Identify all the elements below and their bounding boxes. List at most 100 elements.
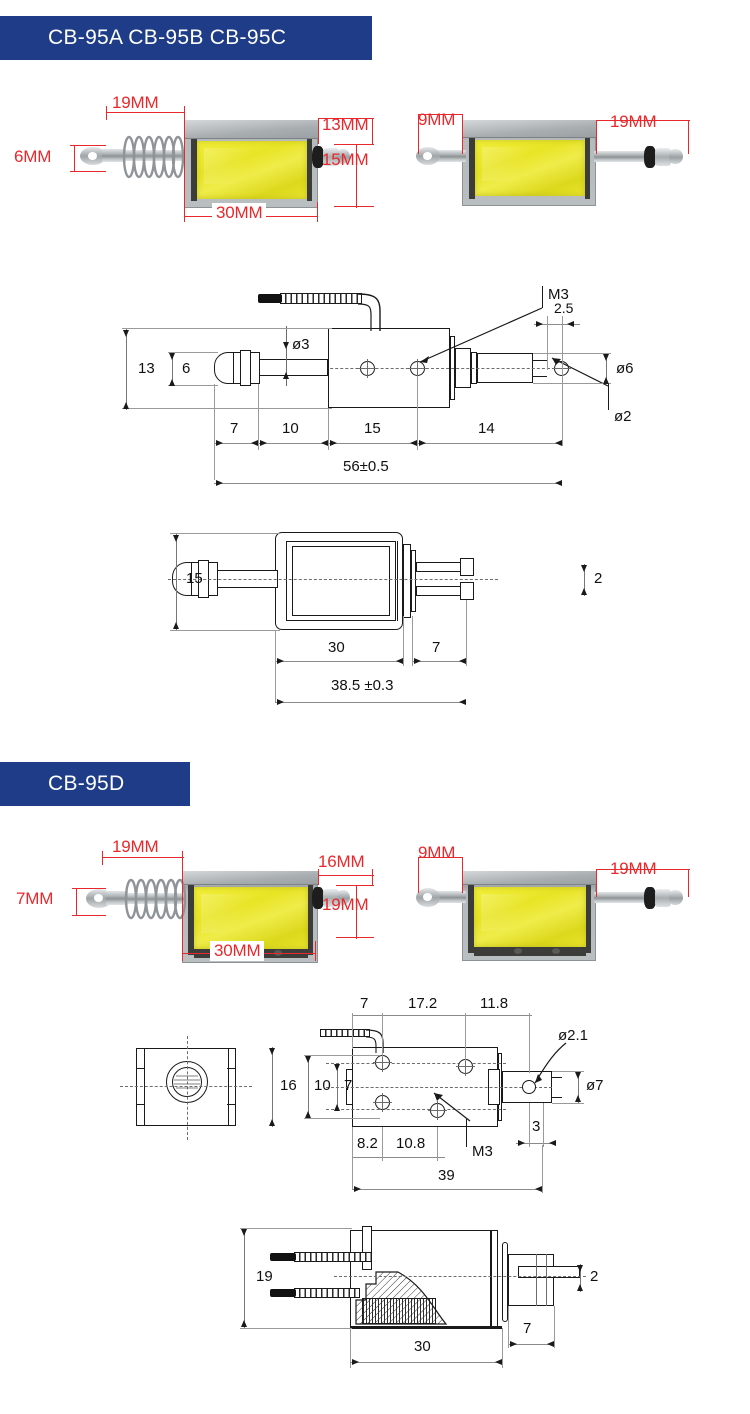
cb95abc-photo-right: 9MM 19MM — [410, 92, 710, 228]
label-56: 56±0.5 — [338, 458, 394, 475]
o6-ext-top — [533, 353, 611, 354]
shaft-cap — [655, 148, 671, 166]
dim-19mm-r-tick-b — [336, 937, 374, 938]
shaft-cap — [323, 148, 339, 166]
dim-16mm-label: 16MM — [318, 852, 365, 871]
plunger-eyelet-hole — [423, 152, 432, 160]
dim7-arrow-l — [414, 658, 421, 664]
chain-arrow-3a — [410, 440, 417, 446]
dim30-ext-r — [502, 1328, 503, 1368]
lead-wire-bottom — [294, 1288, 360, 1298]
dim19-arrow-top — [241, 1229, 247, 1236]
end-rib-left — [144, 1048, 145, 1126]
dim-19mm-r-line — [356, 885, 357, 939]
dim-19mm-line — [596, 120, 690, 121]
cb95abc-side-view: M3 ø2 ø3 13 6 2.5 — [110, 280, 640, 510]
dim7-ext-r — [554, 1306, 555, 1348]
dim-19mm-tick-l — [106, 106, 107, 120]
dim2_5-arrow-r — [567, 321, 574, 327]
dim-13mm-label: 13MM — [322, 115, 369, 134]
dim3-ext-r — [543, 1103, 544, 1147]
o2-leader-line — [551, 357, 609, 387]
cb95d-top-view: M3 ø2.1 ø7 3 7 17.2 11.8 — [269, 985, 670, 1220]
lead-wire-bend — [366, 1029, 384, 1053]
m3-leader-v — [466, 1119, 467, 1147]
o3-arrow-bot — [283, 372, 289, 379]
label-2: 2 — [590, 1268, 599, 1285]
label-15: 15 — [364, 420, 381, 437]
section-header-cb95d-label: CB-95D — [48, 772, 125, 795]
bot-ext-2 — [437, 1127, 438, 1161]
dim30-arrow-l — [277, 658, 284, 664]
dim3-ext-l — [529, 1103, 530, 1147]
chain-arrow-4 — [555, 440, 562, 446]
shaft-end-bot — [552, 1097, 562, 1098]
chain-arrow-1a — [251, 440, 258, 446]
shaft-cap-bottom — [460, 582, 474, 600]
rubber-stop — [312, 146, 324, 168]
dim15-ext-bot — [170, 630, 280, 631]
dim-13mm-tick-l — [318, 118, 319, 144]
chain-ext-2 — [328, 408, 329, 450]
section-header-cb95d: CB-95D — [0, 762, 190, 806]
dim-19mm-label: 19MM — [610, 112, 657, 131]
dim-7mm-tick-b — [72, 915, 106, 916]
dim2_5-ext-l — [547, 316, 548, 370]
shaft-block — [508, 1254, 554, 1306]
label-15: 15 — [186, 570, 203, 587]
dim-19mm-line — [106, 112, 185, 113]
dim-16mm-tick-l — [318, 869, 319, 885]
chain-dim-line — [214, 443, 562, 444]
label-13: 13 — [138, 360, 155, 377]
dim7-arrow-r — [459, 658, 466, 664]
o7-arrow-top — [575, 1072, 581, 1079]
dim15-line — [176, 533, 177, 630]
dim2_5-arrow-l — [536, 321, 543, 327]
dim-6mm-tick-b — [70, 171, 106, 172]
plunger-rod — [258, 359, 328, 376]
frame-inner-left — [191, 139, 197, 201]
label-10: 10 — [282, 420, 299, 437]
m3-leader-line — [419, 307, 543, 363]
dim13-ext-bot — [122, 408, 332, 409]
label-10_8: 10.8 — [396, 1135, 426, 1152]
label-10: 10 — [314, 1077, 331, 1094]
ctr-upper — [326, 1063, 506, 1064]
label-30: 30 — [414, 1338, 431, 1355]
axis-centreline — [168, 579, 498, 580]
o7-ext-bot — [552, 1103, 584, 1104]
dim2_5-line — [534, 324, 580, 325]
overall39-line — [352, 1189, 542, 1190]
lead-wire-bottom-end — [270, 1289, 296, 1297]
overall-dim-line — [214, 483, 562, 484]
shaft-end-top — [552, 1077, 562, 1078]
dim7-arrow-r — [547, 1341, 554, 1347]
shaft-block-line2 — [546, 1254, 547, 1306]
label-7: 7 — [230, 420, 239, 437]
end-notch-rb — [227, 1104, 236, 1105]
hole-bl-ctr-v — [382, 1093, 383, 1112]
frame-inner-left — [468, 885, 474, 953]
end-rib-right — [228, 1048, 229, 1126]
frame-edge-right — [397, 541, 398, 621]
lead-wire-bend — [358, 293, 381, 331]
label-o2_1: ø2.1 — [558, 1027, 589, 1044]
o7-dim-line — [578, 1071, 579, 1103]
o2_1-leader-line — [534, 1042, 567, 1084]
dim30-ext-l — [275, 630, 276, 702]
end-notch-lt — [136, 1068, 145, 1069]
label-3: 3 — [532, 1118, 541, 1135]
frame-inner-right — [308, 885, 313, 955]
shaft-cap — [655, 889, 671, 907]
label-2_5: 2.5 — [554, 300, 574, 316]
dim3-line — [516, 1143, 556, 1144]
lead-wire-sheath — [280, 293, 362, 304]
dim13-arrow-top — [123, 330, 129, 337]
dim7-line — [508, 1344, 554, 1345]
label-6: 6 — [182, 360, 191, 377]
shaft-tip — [337, 149, 350, 164]
shaft-cap — [323, 889, 339, 907]
dim16-line — [272, 1047, 273, 1127]
overall-arrow-r — [459, 699, 466, 705]
